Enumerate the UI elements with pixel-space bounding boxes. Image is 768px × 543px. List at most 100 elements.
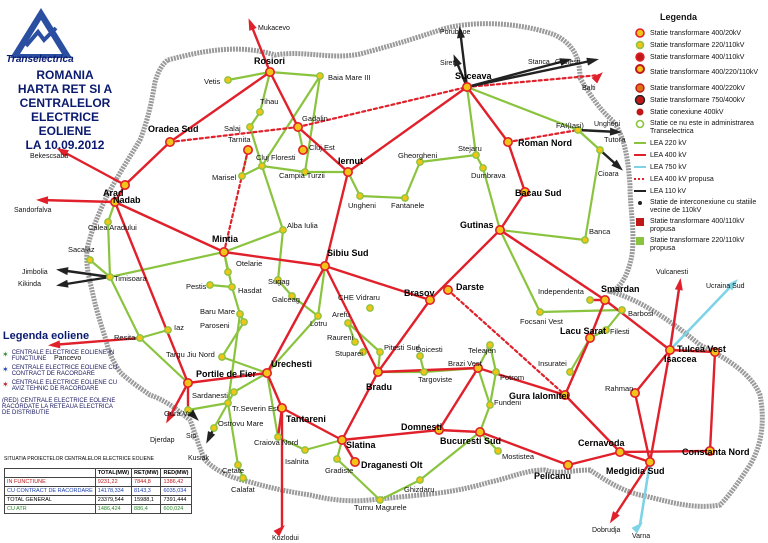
line-segment: [220, 355, 269, 375]
station-label: Insuratei: [538, 359, 567, 368]
station-label: Gheorgheni: [398, 151, 438, 160]
line-segment: [376, 298, 432, 374]
arrow-icon: [56, 148, 69, 158]
legend-item: Statie transformare 400/220/110kV: [634, 64, 764, 82]
station-marker-220: [486, 341, 494, 349]
line-segment: [358, 194, 407, 200]
line-segment: [113, 200, 226, 254]
line-segment: [265, 264, 327, 375]
station-marker-220: [356, 192, 364, 200]
station-label: Resita: [114, 333, 136, 342]
arrow-icon: [609, 511, 620, 524]
line-segment: [226, 401, 240, 467]
legend-item: LEA 220 kV: [634, 138, 764, 148]
station-marker-400: [629, 387, 640, 398]
line-segment: [265, 314, 320, 375]
turbine-green-icon: ✶: [2, 350, 9, 359]
station-label: Sardanesti: [192, 391, 228, 400]
station-marker-400: [709, 346, 720, 357]
line-segment: [588, 298, 607, 340]
station-marker-220: [104, 218, 112, 226]
station-label: Dumbrava: [471, 171, 506, 180]
legend-item: LEA 110 kV: [634, 186, 764, 196]
transelectrica-logo: [10, 8, 72, 58]
interconnection-line: [51, 336, 141, 347]
line-segment: [280, 406, 344, 442]
turbine-red-icon: ✶: [2, 380, 9, 389]
table-cell: 1486,424: [94, 504, 133, 514]
station-marker-220: [586, 296, 594, 304]
station-marker-220: [401, 194, 409, 202]
table-cell: 886,4: [131, 504, 162, 514]
legend-symbol-icon: [634, 119, 646, 132]
external-station-label: Kusiak: [188, 455, 210, 462]
station-label: Tulcea Vest: [677, 344, 726, 354]
line-segment: [346, 321, 382, 354]
station-label: Mintia: [212, 234, 239, 244]
station-label: Marisel: [212, 173, 237, 182]
line-segment: [106, 220, 112, 279]
legend-label: LEA 750 kV: [650, 163, 687, 171]
station-marker-220: [279, 226, 287, 234]
line-segment: [226, 70, 272, 82]
line-segment: [222, 250, 327, 268]
station-label: Gura Vaii: [164, 409, 195, 418]
station-label: Cluj Est: [309, 143, 336, 152]
station-marker-220: [420, 368, 428, 376]
line-segment: [186, 401, 230, 412]
station-marker-220: [416, 158, 424, 166]
wind-projects-table: TOTAL(MW) RET(MW) RED(MW) IN FUNCTIUNE 9…: [4, 468, 192, 514]
line-segment: [226, 312, 242, 405]
external-station-label: Jimbolia: [22, 269, 48, 276]
title-line: CENTRALELOR: [19, 96, 111, 110]
line-segment: [346, 85, 469, 174]
external-station-label: Kozlodui: [272, 535, 299, 542]
station-marker-400: [502, 137, 513, 148]
station-marker-400: [342, 167, 353, 178]
legend-label: LEA 110 kV: [650, 187, 687, 195]
table-cell: TOTAL GENERAL: [4, 495, 96, 505]
arrow-icon: [248, 18, 257, 31]
interconnection-line: [59, 275, 111, 287]
station-marker-400: [474, 426, 485, 437]
station-marker-400: [336, 434, 347, 445]
line-segment: [222, 148, 250, 254]
line-segment: [260, 164, 285, 232]
station-marker-220: [86, 256, 94, 264]
station-label: Domnesti: [401, 422, 442, 432]
station-label: Arefu: [332, 310, 350, 319]
lea-220-lines: [88, 70, 624, 502]
station-label: Barbosi: [628, 309, 654, 318]
station-marker-220: [494, 447, 502, 455]
station-marker-400: [494, 225, 505, 236]
station-marker-400: [472, 362, 483, 373]
station-label: Oradea Sud: [148, 124, 199, 134]
station-marker-220: [536, 308, 544, 316]
station-label: Turnu Magurele: [354, 503, 407, 512]
station-marker-220: [238, 172, 246, 180]
station-label: Gadalin: [302, 114, 328, 123]
station-label: CHE Vidraru: [338, 293, 380, 302]
station-marker-400: [261, 367, 272, 378]
table-cell: 6035,034: [160, 486, 192, 496]
station-marker-400: [599, 294, 610, 305]
wind-legend-item: CENTRALE ELECTRICE EOLIENE CU CONTRACT D…: [11, 365, 118, 377]
line-segment: [88, 258, 112, 279]
station-marker-400: [183, 377, 194, 388]
line-segment: [633, 348, 672, 395]
line-segment: [138, 336, 190, 385]
line-segment: [498, 228, 587, 242]
wind-legend: Legenda eoliene ✶ CENTRALE ELECTRICE EOL…: [2, 330, 118, 440]
line-segment: [123, 140, 172, 187]
station-marker-400: [424, 294, 435, 305]
station-label: Arad: [103, 188, 124, 198]
line-segment: [403, 160, 422, 200]
station-label: Cetate: [222, 466, 244, 475]
station-marker-220: [258, 162, 266, 170]
line-segment: [323, 170, 350, 268]
station-marker-220: [240, 318, 248, 326]
title-line: ELECTRICE: [30, 110, 99, 124]
station-label: Sibiu Sud: [327, 248, 369, 258]
external-station-label: Vulcanesti: [656, 269, 688, 276]
interconnection-line: [466, 58, 596, 89]
